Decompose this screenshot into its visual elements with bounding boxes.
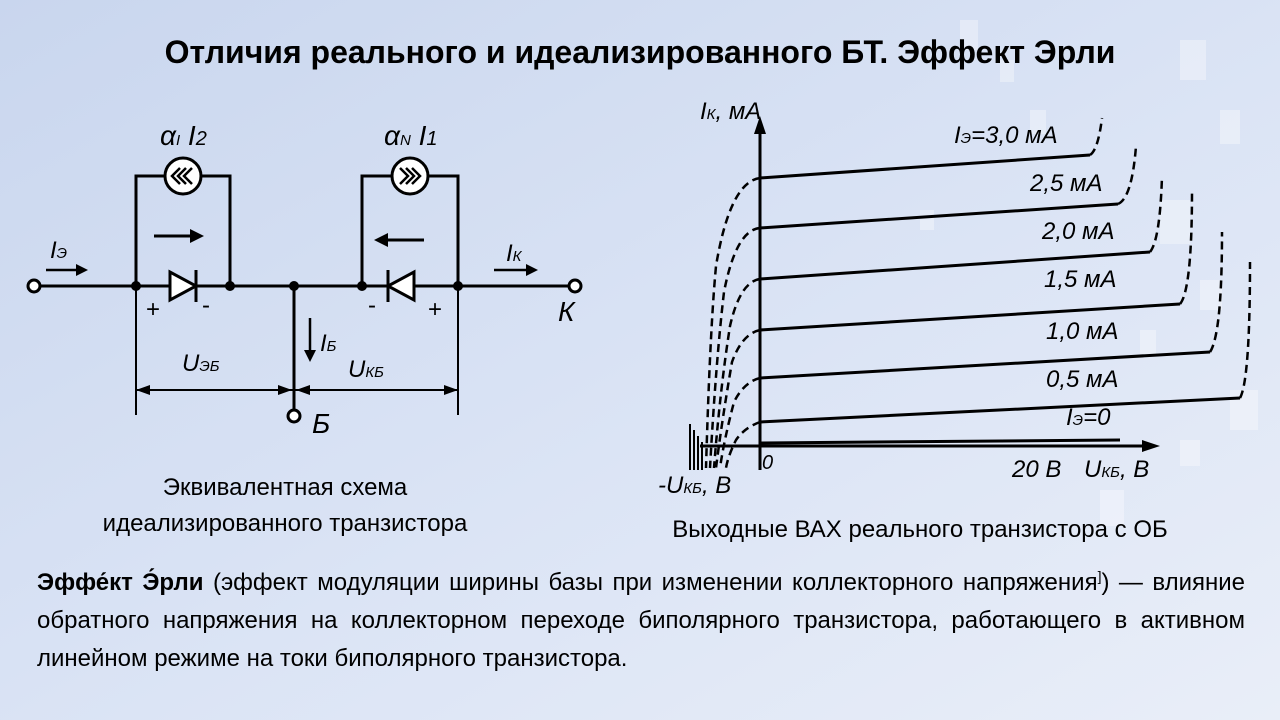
circuit-caption-line1: Эквивалентная схема: [162, 474, 408, 501]
alpha-n-label: αN I1: [384, 120, 438, 151]
curve-label-2-5: 2,5 мА: [1030, 170, 1103, 197]
curve-solid-1-5: [759, 302, 1181, 332]
base-node-label: Б: [312, 408, 331, 439]
current-source-left-icon: [163, 156, 203, 196]
ib-arrow-icon: [304, 318, 316, 362]
diode-right-icon: [384, 269, 416, 303]
ie-label: IЭ: [50, 237, 68, 264]
x-axis-arrow-icon: [1142, 440, 1160, 452]
footnote-mark: ]: [1097, 568, 1102, 584]
arrow-left-icon: [374, 233, 424, 247]
minus-right: -: [368, 292, 376, 319]
plus-right: +: [428, 296, 443, 323]
circuit-caption-line2: идеализированного транзистора: [102, 510, 468, 537]
ib-label: IБ: [320, 330, 337, 357]
ueb-label: UЭБ: [182, 350, 220, 377]
ie-arrow-icon: [46, 264, 88, 276]
definition-line2-start: напряжения: [962, 569, 1098, 596]
alpha-i-label: αI I2: [160, 120, 207, 151]
curve-solid-2-0: [759, 250, 1151, 281]
arrow-right-icon: [154, 229, 204, 243]
collector-node-label: К: [558, 296, 575, 327]
y-axis-label: IК, мА: [700, 98, 762, 125]
diode-left-icon: [168, 269, 200, 303]
emitter-terminal: [26, 278, 42, 294]
current-source-right-icon: [390, 156, 430, 196]
collector-terminal: [567, 278, 583, 294]
curve-solid-2-5: [759, 202, 1119, 230]
graph-caption: Выходные ВАХ реального транзистора с ОБ: [672, 516, 1168, 543]
base-terminal: [286, 408, 302, 424]
curve-label-1-5: 1,5 мА: [1044, 266, 1117, 293]
curve-solid-3-0: [759, 153, 1091, 180]
curve-solid-0: [759, 438, 1121, 445]
slide-title: Отличия реального и идеализированного БТ…: [164, 34, 1116, 70]
early-effect-term: Эффе́кт Э́рли: [37, 569, 204, 596]
curve-solid-0-5: [759, 396, 1241, 424]
x-tick-label: 20 В: [1012, 456, 1062, 483]
neg-x-axis-label: -UКБ, В: [658, 472, 732, 499]
curve-solid-1-0: [759, 350, 1211, 380]
curve-label-1-0: 1,0 мА: [1046, 318, 1119, 345]
definition-line1: (эффект модуляции ширины базы при измене…: [203, 569, 954, 596]
ik-arrow-icon: [494, 264, 538, 276]
plus-left: +: [146, 296, 161, 323]
y-axis-arrow-icon: [754, 116, 766, 134]
definition-rest: ) — влияние обратного напряжения на колл…: [37, 569, 1245, 672]
origin-label: 0: [762, 452, 774, 474]
minus-left: -: [202, 292, 210, 319]
ukb-label: UКБ: [348, 356, 384, 383]
curve-label-0: IЭ=0: [1066, 404, 1111, 431]
x-axis-label: UКБ, В: [1084, 456, 1150, 483]
early-effect-definition: Эффе́кт Э́рли (эффект модуляции ширины б…: [37, 557, 1245, 678]
curve-label-3-0: IЭ=3,0 мА: [954, 122, 1058, 149]
ik-label: IК: [506, 240, 522, 267]
curve-label-0-5: 0,5 мА: [1046, 366, 1119, 393]
curve-label-2-0: 2,0 мА: [1042, 218, 1115, 245]
